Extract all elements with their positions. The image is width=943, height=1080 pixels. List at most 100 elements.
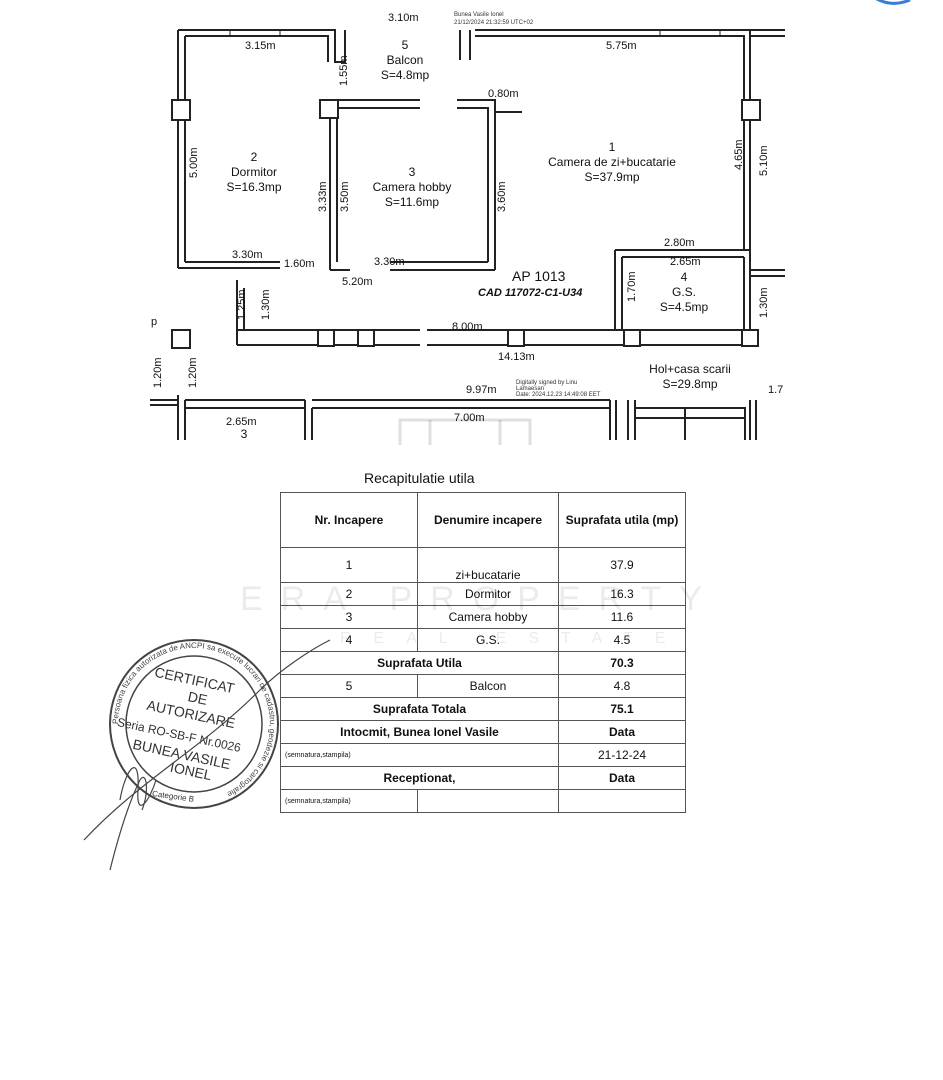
table-header-row: Nr. Incapere Denumire incapere Suprafata…: [280, 492, 686, 548]
floor-plan: Bunea Vasile Ionel 21/12/2024 21:32:59 U…: [0, 0, 943, 445]
signature-name: Bunea Vasile Ionel: [454, 12, 504, 18]
floor-plan-walls: [150, 29, 785, 445]
dim-label: 1.60m: [284, 258, 315, 270]
data-label: Data: [558, 720, 686, 744]
room-number: 5: [401, 38, 409, 52]
dim-label: 3.50m: [339, 181, 351, 212]
dim-label: 9.97m: [466, 384, 497, 396]
dim-label: 14.13m: [498, 351, 535, 363]
room-name: G.S.: [671, 285, 696, 299]
dim-label: 1.30m: [758, 287, 770, 318]
authorization-stamp: Persoana fizica autorizata de ANCPI sa e…: [106, 636, 282, 812]
recap-table: Nr. Incapere Denumire incapere Suprafata…: [280, 492, 686, 813]
blue-stamp-fragment: [855, 0, 915, 20]
table-title: Recapitulatie utila: [364, 470, 475, 486]
empty-cell: [417, 789, 559, 813]
watermark-subtext: REAL ESTATE: [340, 630, 688, 647]
dim-label: 3.15m: [245, 40, 276, 52]
table-row: 3 Camera hobby 11.6: [280, 605, 686, 629]
digital-signature-name: Digitally signed by Linu: [516, 380, 578, 386]
totala-row: Suprafata Totala 75.1: [280, 697, 686, 721]
header-area: Suprafata utila (mp): [558, 492, 686, 548]
room-area: S=29.8mp: [662, 377, 718, 391]
stamp-circle: Persoana fizica autorizata de ANCPI sa e…: [109, 639, 279, 809]
room-name: Camera hobby: [372, 180, 452, 194]
signature-note: (semnatura,stampila): [280, 789, 418, 813]
row-name: Balcon: [417, 674, 559, 698]
dim-label: 3.30m: [374, 256, 405, 268]
room-area: S=37.9mp: [584, 170, 640, 184]
dim-label: 0.80m: [488, 88, 519, 100]
row-name: G.S.: [417, 628, 559, 652]
dim-label: 8.00m: [452, 321, 483, 333]
signature-row: (semnatura,stampila): [280, 789, 686, 813]
signature-row: (semnatura,stampila) 21-12-24: [280, 743, 686, 767]
row-area: 37.9: [558, 547, 686, 583]
receptionat-row: Receptionat, Data: [280, 766, 686, 790]
row-area: 4.5: [558, 628, 686, 652]
dim-label: 7.00m: [454, 412, 485, 424]
dim-label: 4.65m: [733, 139, 745, 170]
utila-label: Suprafata Utila: [280, 651, 559, 675]
data-label: Data: [558, 766, 686, 790]
row-nr: 2: [280, 582, 418, 606]
dim-label: 3.33m: [317, 181, 329, 212]
dim-label: 1.20m: [187, 357, 199, 388]
date-value: 21-12-24: [558, 743, 686, 767]
room-area: S=4.8mp: [380, 68, 430, 82]
dim-label: 3.30m: [232, 249, 263, 261]
dim-label: 5.20m: [342, 276, 373, 288]
room-camera-de-zi: 1 Camera de zi+bucatarie S=37.9mp: [548, 140, 676, 185]
totala-label: Suprafata Totala: [280, 697, 559, 721]
room-number: 3: [240, 427, 248, 441]
utila-row: Suprafata Utila 70.3: [280, 651, 686, 675]
room-number: 4: [680, 270, 688, 284]
room-dormitor: 2 Dormitor S=16.3mp: [226, 150, 281, 195]
table-row: 4 G.S. 4.5: [280, 628, 686, 652]
dim-label: 1.20m: [152, 357, 164, 388]
watermark-text: ERA PROPERTY: [240, 580, 720, 618]
handwritten-signature: [83, 639, 331, 870]
room-area: S=4.5mp: [659, 300, 709, 314]
empty-cell: [558, 789, 686, 813]
room-balcon: 5 Balcon S=4.8mp: [381, 38, 429, 83]
room-area: S=16.3mp: [226, 180, 282, 194]
room-name: Hol+casa scarii: [649, 362, 731, 376]
dim-label: 1.7: [768, 384, 784, 396]
signature-note: (semnatura,stampila): [280, 743, 559, 767]
row-name: Dormitor: [417, 582, 559, 606]
header-name: Denumire incapere: [417, 492, 559, 548]
row-name: zi+bucatarie: [417, 547, 559, 583]
dim-label: 1.25m: [236, 289, 248, 320]
utila-value: 70.3: [558, 651, 686, 675]
row-nr: 1: [280, 547, 418, 583]
table-row: 5 Balcon 4.8: [280, 674, 686, 698]
room-camera-hobby: 3 Camera hobby S=11.6mp: [373, 165, 452, 210]
dim-label: 3.10m: [388, 12, 419, 24]
room-name: Balcon: [386, 53, 424, 67]
room-name: Camera de zi+bucatarie: [548, 155, 676, 169]
dim-label: 2.65m: [670, 256, 701, 268]
dim-label: 5.75m: [606, 40, 637, 52]
dim-label: 5.10m: [758, 145, 770, 176]
room-number: 3: [408, 165, 416, 179]
cad-label: CAD 117072-C1-U34: [478, 287, 583, 299]
dim-label: 1.70m: [626, 271, 638, 302]
room-number: 2: [250, 150, 258, 164]
signature-date: 21/12/2024 21:32:59 UTC+02: [454, 20, 534, 26]
header-nr: Nr. Incapere: [280, 492, 418, 548]
row-nr: 3: [280, 605, 418, 629]
table-row: 1 zi+bucatarie 37.9: [280, 547, 686, 583]
room-hol: Hol+casa scarii S=29.8mp: [649, 362, 731, 392]
row-name: Camera hobby: [417, 605, 559, 629]
dim-label: p: [151, 316, 158, 328]
dim-label: 5.00m: [188, 147, 200, 178]
dim-label: 1.55m: [338, 55, 350, 86]
dim-label: 3.60m: [496, 181, 508, 212]
dim-label: 1.30m: [260, 289, 272, 320]
intocmit-row: Intocmit, Bunea Ionel Vasile Data: [280, 720, 686, 744]
room-lower: 3: [241, 427, 248, 442]
room-number: 1: [608, 140, 616, 154]
row-area: 4.8: [558, 674, 686, 698]
room-name: Dormitor: [230, 165, 278, 179]
